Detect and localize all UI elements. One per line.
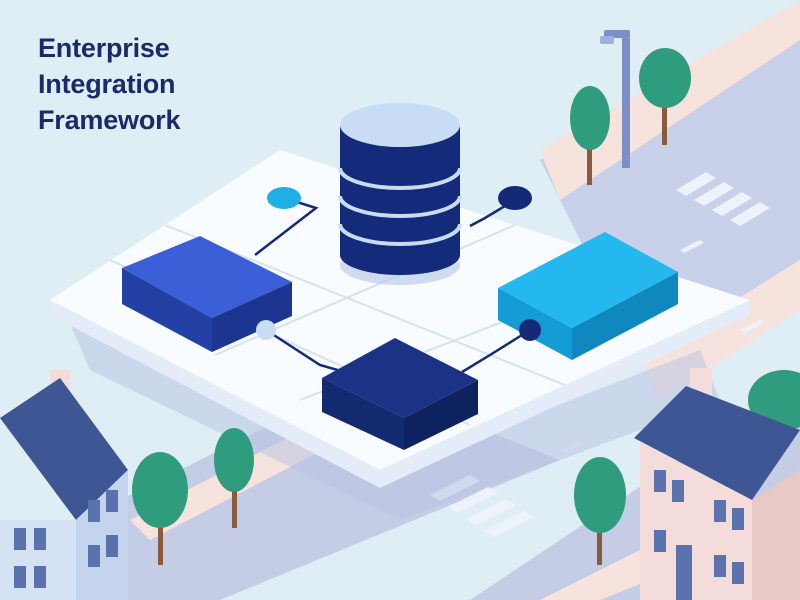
tree-icon bbox=[132, 452, 188, 565]
title-line-1: Enterprise bbox=[38, 33, 170, 63]
tree-icon bbox=[214, 428, 254, 528]
connector-node-icon bbox=[267, 187, 301, 209]
house-icon bbox=[0, 370, 128, 600]
house-icon bbox=[634, 368, 800, 600]
tree-icon bbox=[574, 457, 626, 565]
crosswalk-upper bbox=[676, 172, 770, 226]
connector-node-icon bbox=[498, 186, 532, 210]
tree-icon bbox=[639, 48, 691, 145]
integration-module-left bbox=[122, 236, 292, 352]
title-line-2: Integration bbox=[38, 69, 176, 99]
street-lamp-icon bbox=[600, 30, 630, 168]
tree-icon bbox=[570, 86, 610, 185]
database-icon bbox=[338, 103, 462, 285]
title-line-3: Framework bbox=[38, 105, 181, 135]
page-title: Enterprise Integration Framework bbox=[38, 30, 180, 138]
connector-node-icon bbox=[519, 319, 541, 341]
integration-module-bottom bbox=[322, 338, 478, 450]
platform-top bbox=[50, 150, 750, 470]
connector-node-icon bbox=[256, 320, 276, 340]
